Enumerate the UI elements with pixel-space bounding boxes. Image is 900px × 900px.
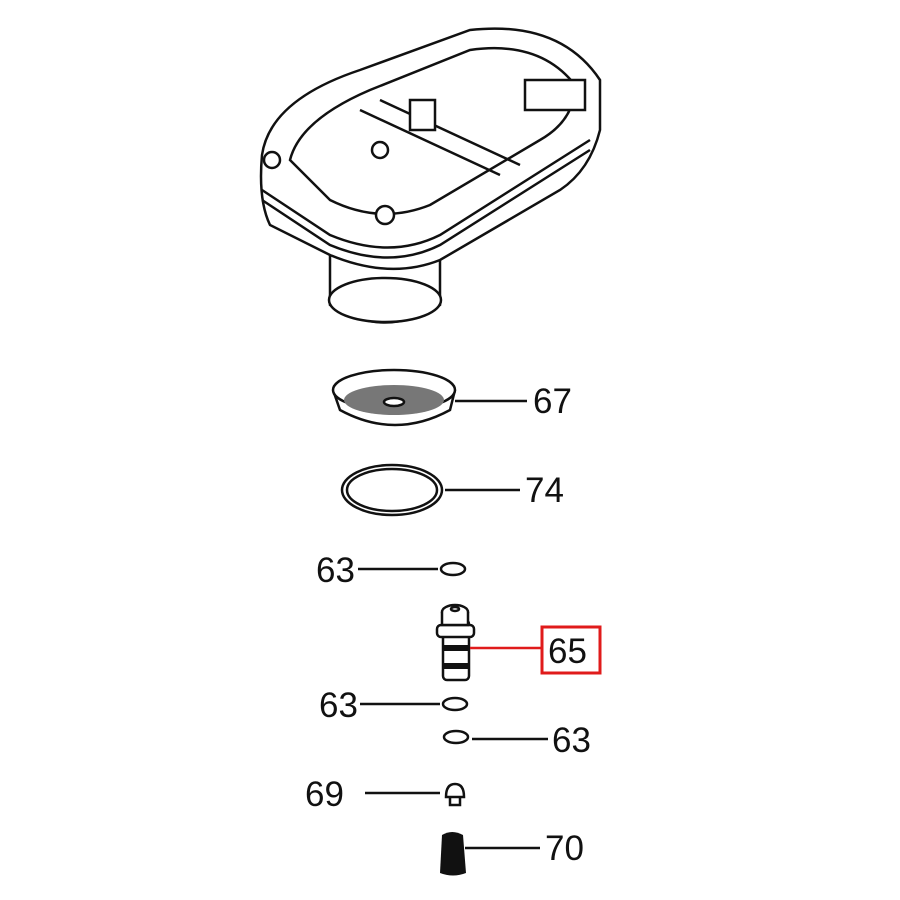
part-69-plug[interactable] (444, 782, 466, 807)
part-63-oring[interactable] (442, 729, 470, 745)
label-70: 70 (545, 829, 584, 868)
part-67-strainer[interactable] (331, 368, 457, 427)
highlight-box-65 (540, 625, 602, 675)
label-74: 74 (525, 471, 564, 510)
valve-housing (259, 27, 602, 324)
label-63-top: 63 (316, 551, 355, 590)
part-70-cone[interactable] (440, 832, 466, 876)
label-65: 65 (548, 632, 587, 671)
label-63-lower: 63 (552, 721, 591, 760)
label-63-middle: 63 (319, 686, 358, 725)
label-69: 69 (305, 775, 344, 814)
part-63-oring[interactable] (439, 561, 467, 577)
part-65-cartridge[interactable] (435, 603, 476, 682)
label-67: 67 (533, 382, 572, 421)
part-74-gasket[interactable] (340, 463, 444, 517)
part-63-oring[interactable] (441, 696, 469, 712)
